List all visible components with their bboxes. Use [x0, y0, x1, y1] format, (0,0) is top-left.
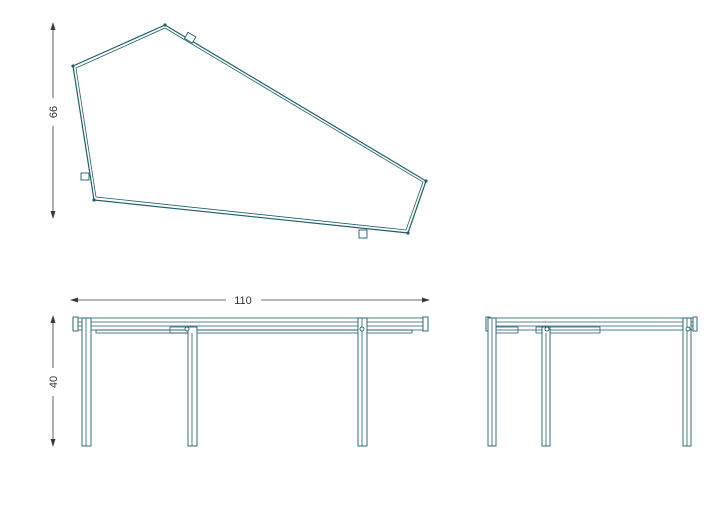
- corner-point: [163, 23, 167, 27]
- dimension-height-label: 40: [48, 376, 60, 388]
- leg: [187, 326, 198, 447]
- front-view: [72, 316, 429, 447]
- bolt: [184, 326, 190, 332]
- tabletop-inner-outline: [75, 27, 424, 231]
- tabletop-edge: [72, 317, 429, 331]
- bolt: [685, 326, 691, 332]
- corner-point: [424, 179, 428, 183]
- edge-bracket: [80, 172, 90, 181]
- bolt: [359, 326, 365, 332]
- dimension-width-label: 110: [234, 295, 252, 307]
- corner-point: [71, 64, 75, 68]
- top-view: [71, 23, 428, 239]
- dimension-width: 110: [70, 295, 430, 307]
- edge-bracket: [183, 31, 197, 44]
- dimension-depth-label: 66: [48, 106, 60, 118]
- side-view: [485, 316, 698, 447]
- bolt: [544, 326, 550, 332]
- leg: [357, 317, 368, 447]
- corner-point: [92, 198, 96, 202]
- corner-point: [406, 231, 410, 235]
- end-cap: [692, 316, 698, 332]
- apron: [535, 326, 601, 334]
- leg: [81, 317, 92, 447]
- apron: [95, 329, 413, 334]
- dimension-depth: 66: [48, 22, 60, 219]
- end-cap: [72, 316, 79, 332]
- end-cap: [422, 316, 429, 332]
- edge-bracket: [358, 229, 368, 239]
- dimension-height: 40: [48, 315, 60, 447]
- tabletop-outline: [72, 24, 427, 234]
